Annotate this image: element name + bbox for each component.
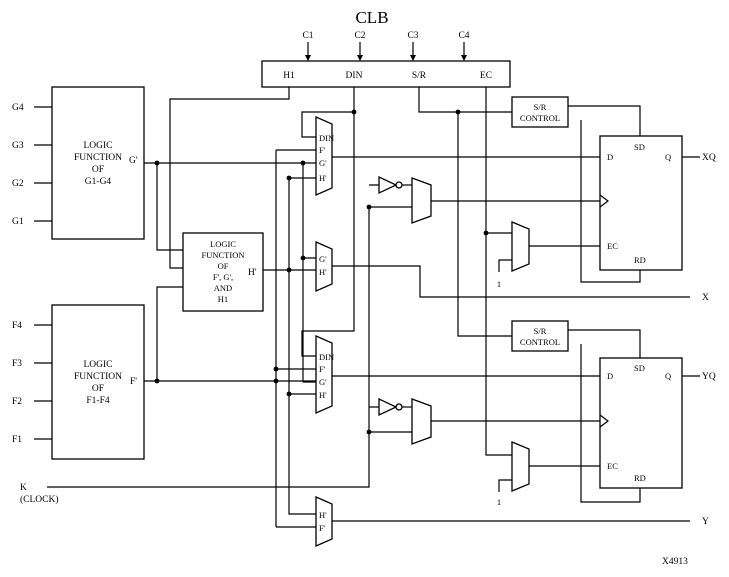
- h-lut-line4: F', G',: [213, 272, 233, 282]
- f4-label: F4: [12, 321, 22, 331]
- sr-control-bottom-line1: S/R: [534, 326, 547, 336]
- ffx-q-label: Q: [665, 152, 671, 162]
- ffx-rd-label: RD: [634, 255, 646, 265]
- junctions: [154, 109, 489, 435]
- din-mux-bottom-in-din: DIN: [319, 352, 334, 362]
- h-lut-box: [182, 232, 264, 312]
- g4-label: G4: [12, 103, 24, 113]
- ffy-rd-label: RD: [634, 473, 646, 483]
- h-lut-line2: FUNCTION: [202, 250, 245, 260]
- h-lut-line6: H1: [218, 294, 228, 304]
- f-lut-line1: LOGIC: [83, 360, 112, 370]
- clock-mux-top: [411, 177, 432, 224]
- x-mux-in-g: G': [319, 254, 327, 264]
- g-lut-line2: FUNCTION: [74, 153, 122, 163]
- f3-label: F3: [12, 359, 22, 369]
- sr-control-top-line1: S/R: [534, 102, 547, 112]
- output-y: Y: [702, 517, 709, 527]
- clock-label-k: K: [20, 483, 27, 493]
- g-inputs: G4 G3 G2 G1: [12, 103, 52, 227]
- h-lut-output: H': [248, 268, 257, 278]
- ec-top-constant: 1: [497, 279, 501, 289]
- din-mux-bottom-in-g: G': [319, 377, 327, 387]
- y-output-mux: [315, 496, 333, 547]
- bus-din-label: DIN: [346, 71, 363, 81]
- f-lut-box: [51, 304, 145, 460]
- din-mux-top-in-f: F': [319, 145, 326, 155]
- f-inputs: F4 F3 F2 F1: [12, 321, 52, 445]
- ffx-sd-label: SD: [634, 142, 645, 152]
- c1-label: C1: [302, 31, 313, 41]
- ec-mux-top: [511, 221, 530, 272]
- ec-bottom-constant: 1: [497, 497, 501, 507]
- h-lut-line3: OF: [218, 261, 229, 271]
- figure-id: X4913: [662, 557, 688, 567]
- din-mux-top-in-g: G': [319, 158, 327, 168]
- din-mux-top-in-h: H': [319, 173, 327, 183]
- clb-title: CLB: [355, 8, 388, 27]
- din-mux-bottom-in-f: F': [319, 364, 326, 374]
- output-yq: YQ: [702, 372, 716, 382]
- c4-label: C4: [458, 31, 469, 41]
- ffy-q-label: Q: [665, 371, 671, 381]
- g-lut-line3: OF: [92, 165, 104, 175]
- bus-ec-label: EC: [480, 71, 492, 81]
- ffy-d-label: D: [607, 371, 613, 381]
- clock-inverter-top: [378, 175, 412, 195]
- sr-control-top-line2: CONTROL: [520, 113, 560, 123]
- output-xq: XQ: [702, 153, 716, 163]
- f-lut-line2: FUNCTION: [74, 372, 122, 382]
- h-lut-line1: LOGIC: [210, 239, 236, 249]
- sr-control-bottom: [511, 320, 569, 352]
- g2-label: G2: [12, 179, 24, 189]
- g-lut-box: [51, 86, 145, 240]
- clock-mux-bottom: [411, 398, 432, 445]
- h-lut-line5: AND: [214, 283, 232, 293]
- output-x: X: [702, 293, 709, 303]
- c3-label: C3: [407, 31, 418, 41]
- ec-mux-bottom: [511, 441, 530, 492]
- g3-label: G3: [12, 141, 24, 151]
- ffy-ec-label: EC: [607, 461, 618, 471]
- control-inputs: C1 C2 C3 C4: [302, 31, 470, 61]
- din-mux-top-in-din: DIN: [319, 133, 334, 143]
- sr-control-top: [511, 96, 569, 128]
- y-mux-in-f: F': [319, 523, 326, 533]
- c2-label: C2: [354, 31, 365, 41]
- f-lut-line4: F1-F4: [86, 396, 109, 406]
- f-lut-output: F': [130, 377, 137, 387]
- g-lut-line4: G1-G4: [85, 177, 112, 187]
- x-mux-in-h: H': [319, 267, 327, 277]
- g1-label: G1: [12, 217, 24, 227]
- g-lut-line1: LOGIC: [83, 141, 112, 151]
- sr-control-bottom-line2: CONTROL: [520, 337, 560, 347]
- y-mux-in-h: H': [319, 510, 327, 520]
- din-mux-bottom-in-h: H': [319, 390, 327, 400]
- bus-sr-label: S/R: [412, 71, 427, 81]
- din-mux-bottom: [315, 335, 333, 414]
- flip-flop-x: D SD Q EC RD: [599, 135, 683, 271]
- ffx-ec-label: EC: [607, 241, 618, 251]
- clock-inverter-bottom: [378, 397, 412, 417]
- f2-label: F2: [12, 397, 22, 407]
- din-mux-top: [315, 116, 333, 196]
- control-bus: [261, 60, 511, 88]
- f1-label: F1: [12, 435, 22, 445]
- wires: [47, 87, 700, 528]
- x-output-mux: [315, 241, 333, 292]
- ffx-d-label: D: [607, 152, 613, 162]
- g-lut-output: G': [129, 156, 138, 166]
- f-lut-line3: OF: [92, 384, 104, 394]
- flip-flop-y: D SD Q EC RD: [599, 357, 683, 489]
- bus-h1-label: H1: [283, 71, 295, 81]
- ffy-sd-label: SD: [634, 363, 645, 373]
- clock-label-clock: (CLOCK): [20, 494, 59, 505]
